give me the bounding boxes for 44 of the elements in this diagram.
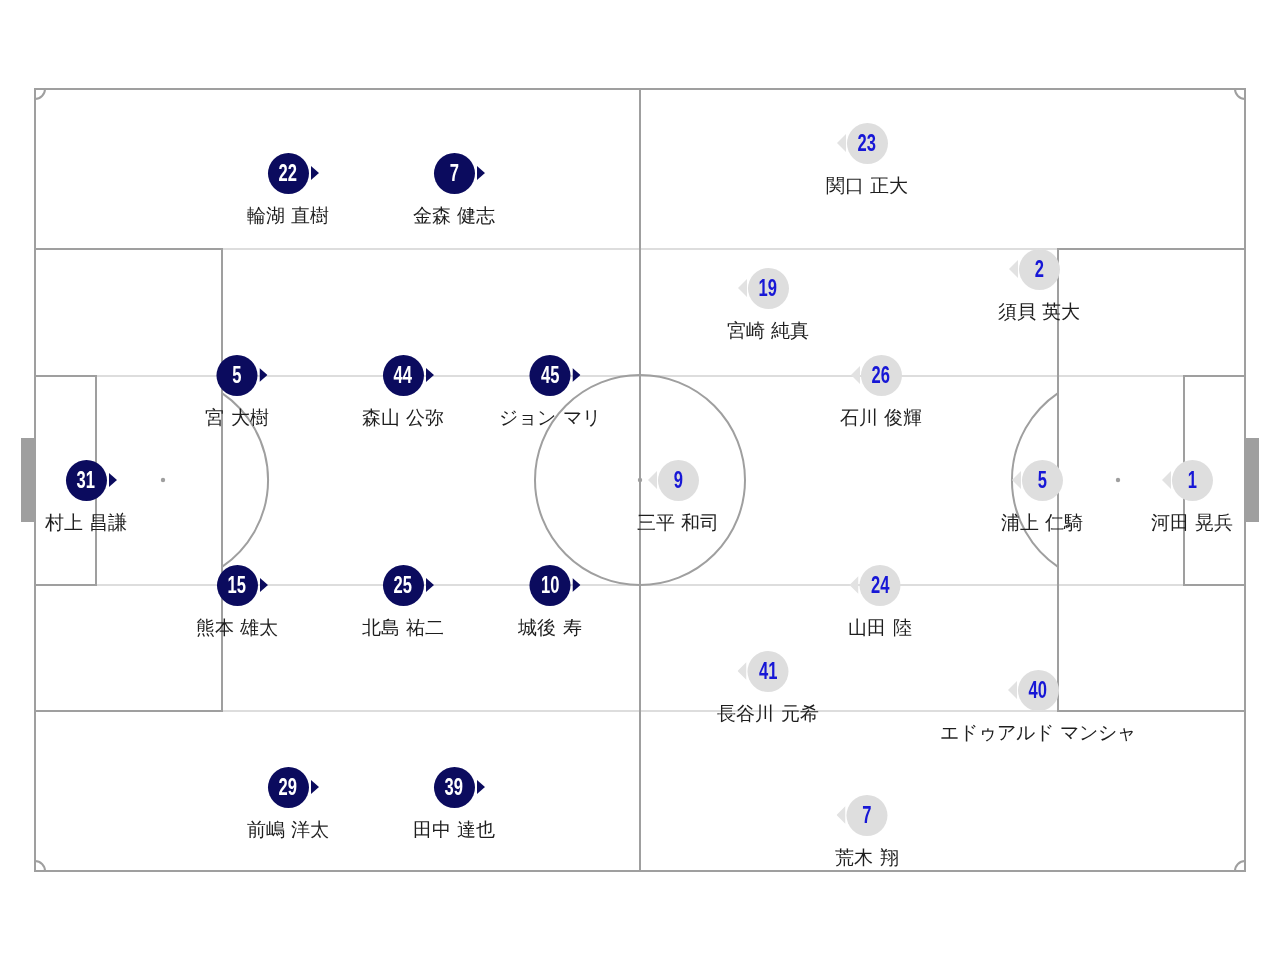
player-marker: 29 — [267, 766, 309, 808]
player-name: 北島 祐二 — [362, 615, 444, 638]
player-marker: 9 — [657, 459, 699, 501]
player-name: 三平 和司 — [637, 510, 719, 533]
player-name: 浦上 仁騎 — [1001, 510, 1083, 533]
player-name: 須貝 英大 — [998, 299, 1080, 322]
player-marker: 23 — [846, 122, 888, 164]
player-marker: 19 — [747, 267, 789, 309]
player-marker: 5 — [216, 354, 258, 396]
player-name: 関口 正大 — [826, 173, 908, 196]
player-marker: 5 — [1021, 459, 1063, 501]
player-marker: 44 — [382, 354, 424, 396]
player-name: 金森 健志 — [413, 203, 495, 226]
player-name: 荒木 翔 — [835, 845, 899, 868]
player-name: 田中 達也 — [413, 817, 495, 840]
player-marker: 26 — [860, 354, 902, 396]
player-name: 山田 陸 — [848, 615, 912, 638]
player-name: 長谷川 元希 — [717, 701, 819, 724]
player-marker: 10 — [529, 564, 571, 606]
player-marker: 1 — [1171, 459, 1213, 501]
player-marker: 39 — [433, 766, 475, 808]
player-marker: 2 — [1018, 248, 1060, 290]
player-marker: 25 — [382, 564, 424, 606]
player-name: 村上 昌謙 — [45, 510, 127, 533]
player-name: 石川 俊輝 — [840, 405, 922, 428]
player-name: 熊本 雄太 — [196, 615, 278, 638]
player-marker: 22 — [267, 152, 309, 194]
player-marker: 15 — [216, 564, 258, 606]
player-name: 前嶋 洋太 — [247, 817, 329, 840]
player-name: ジョン マリ — [499, 405, 601, 428]
player-marker: 45 — [529, 354, 571, 396]
player-name: 輪湖 直樹 — [247, 203, 329, 226]
player-name: 宮崎 純真 — [727, 318, 809, 341]
player-marker: 40 — [1017, 669, 1059, 711]
player-marker: 7 — [846, 794, 888, 836]
player-marker: 41 — [747, 650, 789, 692]
player-name: 河田 晃兵 — [1151, 510, 1233, 533]
player-name: 城後 寿 — [518, 615, 582, 638]
player-marker: 24 — [859, 564, 901, 606]
player-name: 宮 大樹 — [205, 405, 269, 428]
player-name: エドゥアルド マンシャ — [940, 720, 1136, 743]
player-marker: 7 — [433, 152, 475, 194]
player-name: 森山 公弥 — [362, 405, 444, 428]
player-marker: 31 — [65, 459, 107, 501]
